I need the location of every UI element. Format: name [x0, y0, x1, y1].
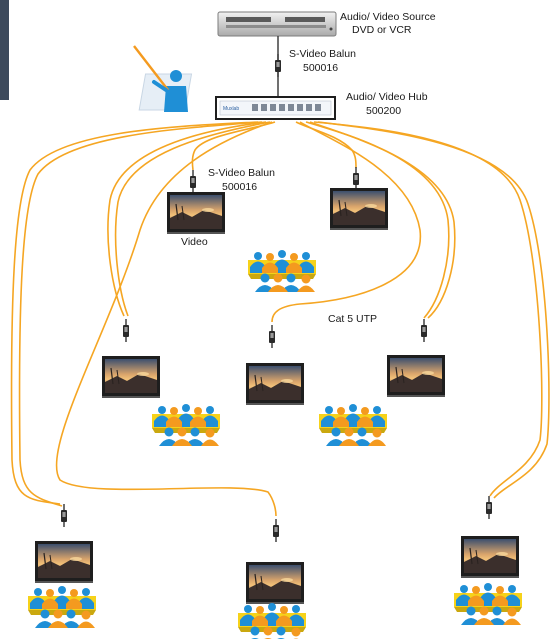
svg-text:DVD or VCR: DVD or VCR [352, 24, 412, 36]
balun-top-label: S-Video Balun 500016 [289, 48, 356, 74]
audience-group-icon [28, 586, 96, 628]
video-label: Video [181, 236, 208, 248]
hub-label: Audio/ Video Hub 500200 [346, 91, 428, 117]
dvd-player-icon [217, 11, 337, 37]
svg-text:500016: 500016 [222, 181, 257, 193]
sidebar-bar [0, 0, 9, 100]
balun-icon [420, 318, 428, 343]
cable-label: Cat 5 UTP [328, 313, 377, 325]
audience-group-icon [238, 603, 306, 639]
monitor-icon [460, 535, 520, 579]
monitor-icon [329, 187, 389, 231]
monitor-icon [245, 561, 305, 605]
monitor-icon [34, 540, 94, 584]
balun-icon [122, 318, 130, 343]
svg-text:S-Video Balun: S-Video Balun [208, 167, 275, 179]
svg-text:Audio/ Video Source: Audio/ Video Source [340, 11, 436, 23]
svg-text:500200: 500200 [366, 105, 401, 117]
audience-group-icon [248, 250, 316, 292]
av-hub-icon: Muxlab [215, 96, 336, 120]
balun-icon [268, 324, 276, 349]
audience-group-icon [152, 404, 220, 446]
balun-icon [485, 495, 493, 520]
audience-group-icon [319, 404, 387, 446]
balun-icon [352, 166, 360, 191]
monitor-icon [101, 355, 161, 399]
svg-text:Audio/ Video Hub: Audio/ Video Hub [346, 91, 428, 103]
monitor-icon [386, 354, 446, 398]
balun-icon [60, 503, 68, 528]
svg-text:500016: 500016 [303, 62, 338, 74]
svg-text:S-Video Balun: S-Video Balun [289, 48, 356, 60]
source-label: Audio/ Video Source DVD or VCR [340, 11, 436, 36]
audience-group-icon [454, 583, 522, 625]
balun-icon [272, 518, 280, 543]
balun-mid-label: S-Video Balun 500016 [208, 167, 275, 193]
balun-icon [189, 169, 197, 194]
balun-icon [274, 53, 282, 78]
monitor-icon [245, 362, 305, 406]
cat5-cables [10, 121, 550, 517]
presenter-icon [133, 45, 193, 112]
svg-text:Muxlab: Muxlab [223, 106, 239, 112]
monitor-icon [166, 191, 226, 235]
